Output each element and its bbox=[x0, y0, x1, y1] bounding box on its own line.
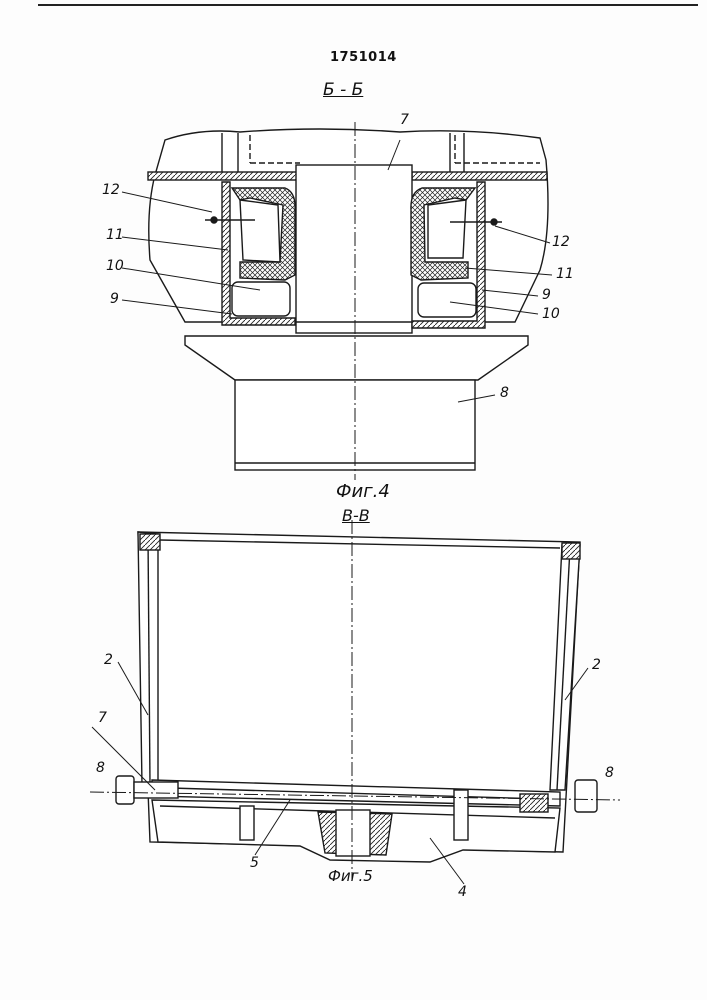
axle-left-7 bbox=[134, 782, 178, 798]
figure5-drawing bbox=[92, 532, 597, 884]
part-label-11-left: 11 bbox=[106, 227, 124, 243]
top-plate-left bbox=[148, 172, 298, 180]
figure5-caption: Фиг.5 bbox=[328, 867, 373, 885]
part-label-8-left: 8 bbox=[96, 760, 105, 776]
part-label-12-right: 12 bbox=[552, 234, 570, 250]
axle-left-8 bbox=[116, 776, 134, 804]
part-label-4: 4 bbox=[458, 884, 467, 900]
part-label-12-left: 12 bbox=[102, 182, 120, 198]
flange-8 bbox=[185, 336, 528, 380]
section-label-vv: В-В bbox=[342, 506, 370, 525]
part-label-7-fig5: 7 bbox=[98, 710, 107, 726]
part-label-2-left: 2 bbox=[104, 652, 113, 668]
part-label-5: 5 bbox=[250, 855, 259, 871]
part-label-9-left: 9 bbox=[110, 291, 119, 307]
part-label-8-right: 8 bbox=[605, 765, 614, 781]
right-lower-box-10 bbox=[418, 283, 476, 317]
shaft-7 bbox=[296, 165, 412, 333]
part-label-2-right: 2 bbox=[592, 657, 601, 673]
part-label-10-right: 10 bbox=[542, 306, 560, 322]
post-left bbox=[240, 806, 254, 840]
left-profile-12 bbox=[240, 200, 280, 262]
part-label-11-right: 11 bbox=[556, 266, 574, 282]
part-label-7: 7 bbox=[400, 112, 409, 128]
axle-right-8 bbox=[575, 780, 597, 812]
document-number: 1751014 bbox=[330, 50, 397, 65]
right-profile-12 bbox=[428, 200, 466, 258]
part-label-9-right: 9 bbox=[542, 287, 551, 303]
section-label-bb: Б - Б bbox=[323, 80, 363, 100]
part-label-8-fig4: 8 bbox=[500, 385, 509, 401]
top-plate-right bbox=[412, 172, 547, 180]
figure4-caption: Фиг.4 bbox=[336, 481, 390, 502]
part-label-10-left: 10 bbox=[106, 258, 124, 274]
figure4-drawing bbox=[122, 129, 552, 470]
